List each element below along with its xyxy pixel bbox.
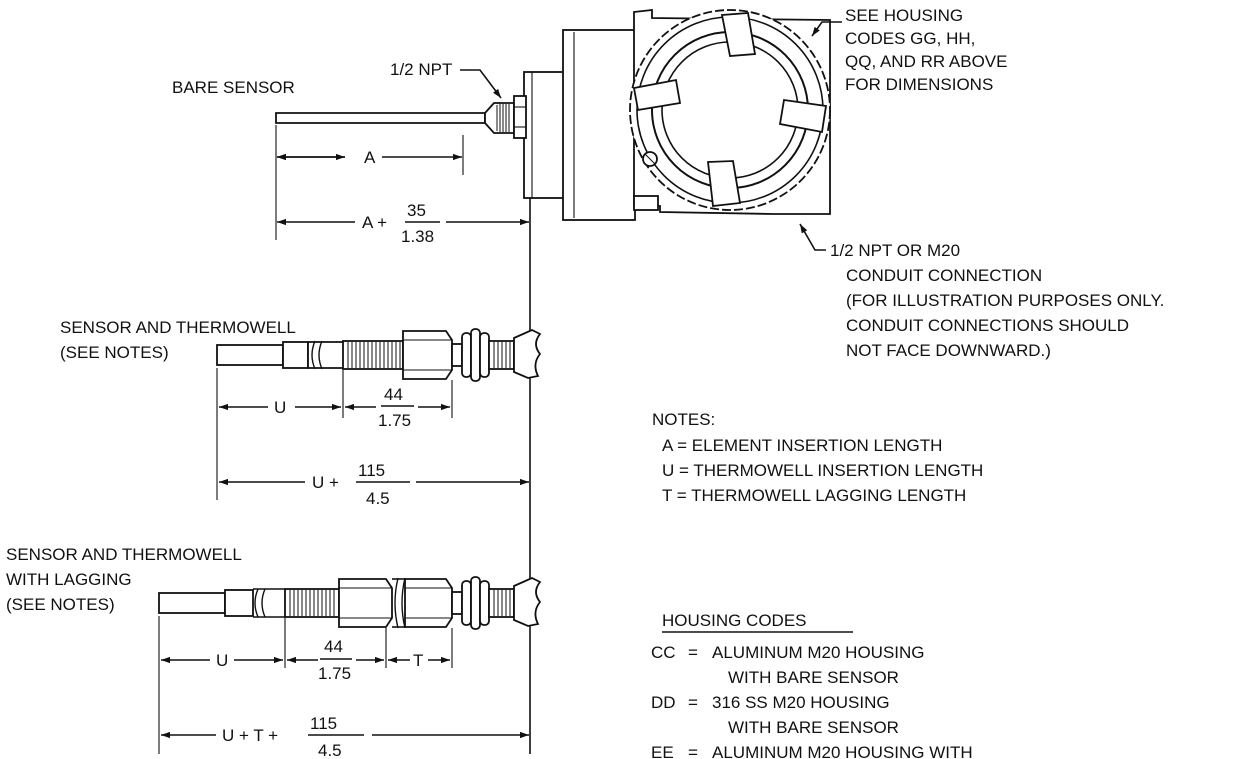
thermowell-dim-u: U (274, 398, 286, 417)
housing-code-cc: CC (651, 643, 676, 662)
housing-code-ee-eq: = (688, 743, 698, 759)
housing-code-dd: DD (651, 693, 676, 712)
conduit-line-1: 1/2 NPT OR M20 (830, 241, 960, 260)
cover-lug-left (632, 78, 682, 112)
lagging-dim-hex-den: 1.75 (318, 664, 351, 683)
dim-a-total-den: 1.38 (401, 227, 434, 246)
bare-sensor-thread (496, 104, 510, 132)
notes-heading: NOTES: (652, 410, 715, 429)
thermowell-thread (347, 342, 401, 368)
dim-a-total-prefix: A + (362, 213, 387, 232)
housing-code-dd-line-1: 316 SS M20 HOUSING (712, 693, 890, 712)
conduit-line-4: CONDUIT CONNECTIONS SHOULD (846, 316, 1129, 335)
housing-code-ee: EE (651, 743, 674, 759)
housing-code-cc-eq: = (688, 643, 698, 662)
cover-lug-bottom (706, 160, 742, 207)
housing-codes-heading: HOUSING CODES (662, 611, 807, 630)
housing-codes-block: HOUSING CODES CC = ALUMINUM M20 HOUSING … (651, 611, 973, 759)
conduit-line-3: (FOR ILLUSTRATION PURPOSES ONLY. (846, 291, 1164, 310)
bare-sensor-title: BARE SENSOR (172, 78, 295, 97)
transmitter-housing (523, 8, 831, 221)
dim-a-total-num: 35 (407, 201, 426, 220)
housing-code-cc-line-1: ALUMINUM M20 HOUSING (712, 643, 925, 662)
conduit-line-2: CONDUIT CONNECTION (846, 266, 1042, 285)
thermowell-thread-2 (493, 342, 511, 368)
note-a: A = ELEMENT INSERTION LENGTH (662, 436, 942, 455)
housing-code-cc-line-2: WITH BARE SENSOR (728, 668, 899, 687)
conduit-callout: 1/2 NPT OR M20 CONDUIT CONNECTION (FOR I… (799, 223, 1164, 360)
thermowell-total-num: 115 (358, 461, 385, 480)
thermowell-dim-hex-den: 1.75 (378, 411, 411, 430)
lagging-thread-2 (493, 590, 511, 616)
thermowell-total-den: 4.5 (366, 489, 390, 508)
see-housing-line-1: SEE HOUSING (845, 6, 963, 25)
see-housing-line-4: FOR DIMENSIONS (845, 75, 993, 94)
housing-code-dd-eq: = (688, 693, 698, 712)
lagging-dim-u: U (216, 651, 228, 670)
lagging-title-1: SENSOR AND THERMOWELL (6, 545, 242, 564)
conduit-line-5: NOT FACE DOWNWARD.) (846, 341, 1051, 360)
lagging-title-2: WITH LAGGING (6, 570, 132, 589)
see-housing-line-3: QQ, AND RR ABOVE (845, 52, 1008, 71)
note-t: T = THERMOWELL LAGGING LENGTH (662, 486, 966, 505)
thermowell-total-prefix: U + (312, 473, 339, 492)
lagging-total-prefix: U + T + (222, 726, 278, 745)
lagging-view: SENSOR AND THERMOWELL WITH LAGGING (SEE … (6, 545, 542, 759)
lagging-total-den: 4.5 (318, 741, 342, 759)
dim-a-label: A (364, 148, 376, 167)
thermowell-title-1: SENSOR AND THERMOWELL (60, 318, 296, 337)
npt-label: 1/2 NPT (390, 60, 452, 79)
sensor-thermowell-view: SENSOR AND THERMOWELL (SEE NOTES) (60, 318, 542, 508)
housing-code-dd-line-2: WITH BARE SENSOR (728, 718, 899, 737)
lagging-total-num: 115 (310, 714, 337, 733)
note-u: U = THERMOWELL INSERTION LENGTH (662, 461, 983, 480)
notes-block: NOTES: A = ELEMENT INSERTION LENGTH U = … (652, 410, 983, 505)
see-housing-line-2: CODES GG, HH, (845, 29, 975, 48)
lagging-dim-t: T (413, 651, 423, 670)
lagging-title-3: (SEE NOTES) (6, 595, 115, 614)
see-housing-callout: SEE HOUSING CODES GG, HH, QQ, AND RR ABO… (811, 6, 1008, 94)
bare-sensor-view: BARE SENSOR 1/2 NPT A A + 35 1.38 (172, 60, 529, 246)
thermowell-title-2: (SEE NOTES) (60, 343, 169, 362)
cover-lug-right (778, 98, 828, 134)
lagging-dim-hex-num: 44 (324, 637, 343, 656)
cover-lug-top (720, 12, 757, 57)
thermowell-dim-hex-num: 44 (384, 385, 403, 404)
lagging-thread (289, 590, 335, 616)
housing-code-ee-line-1: ALUMINUM M20 HOUSING WITH (712, 743, 973, 759)
